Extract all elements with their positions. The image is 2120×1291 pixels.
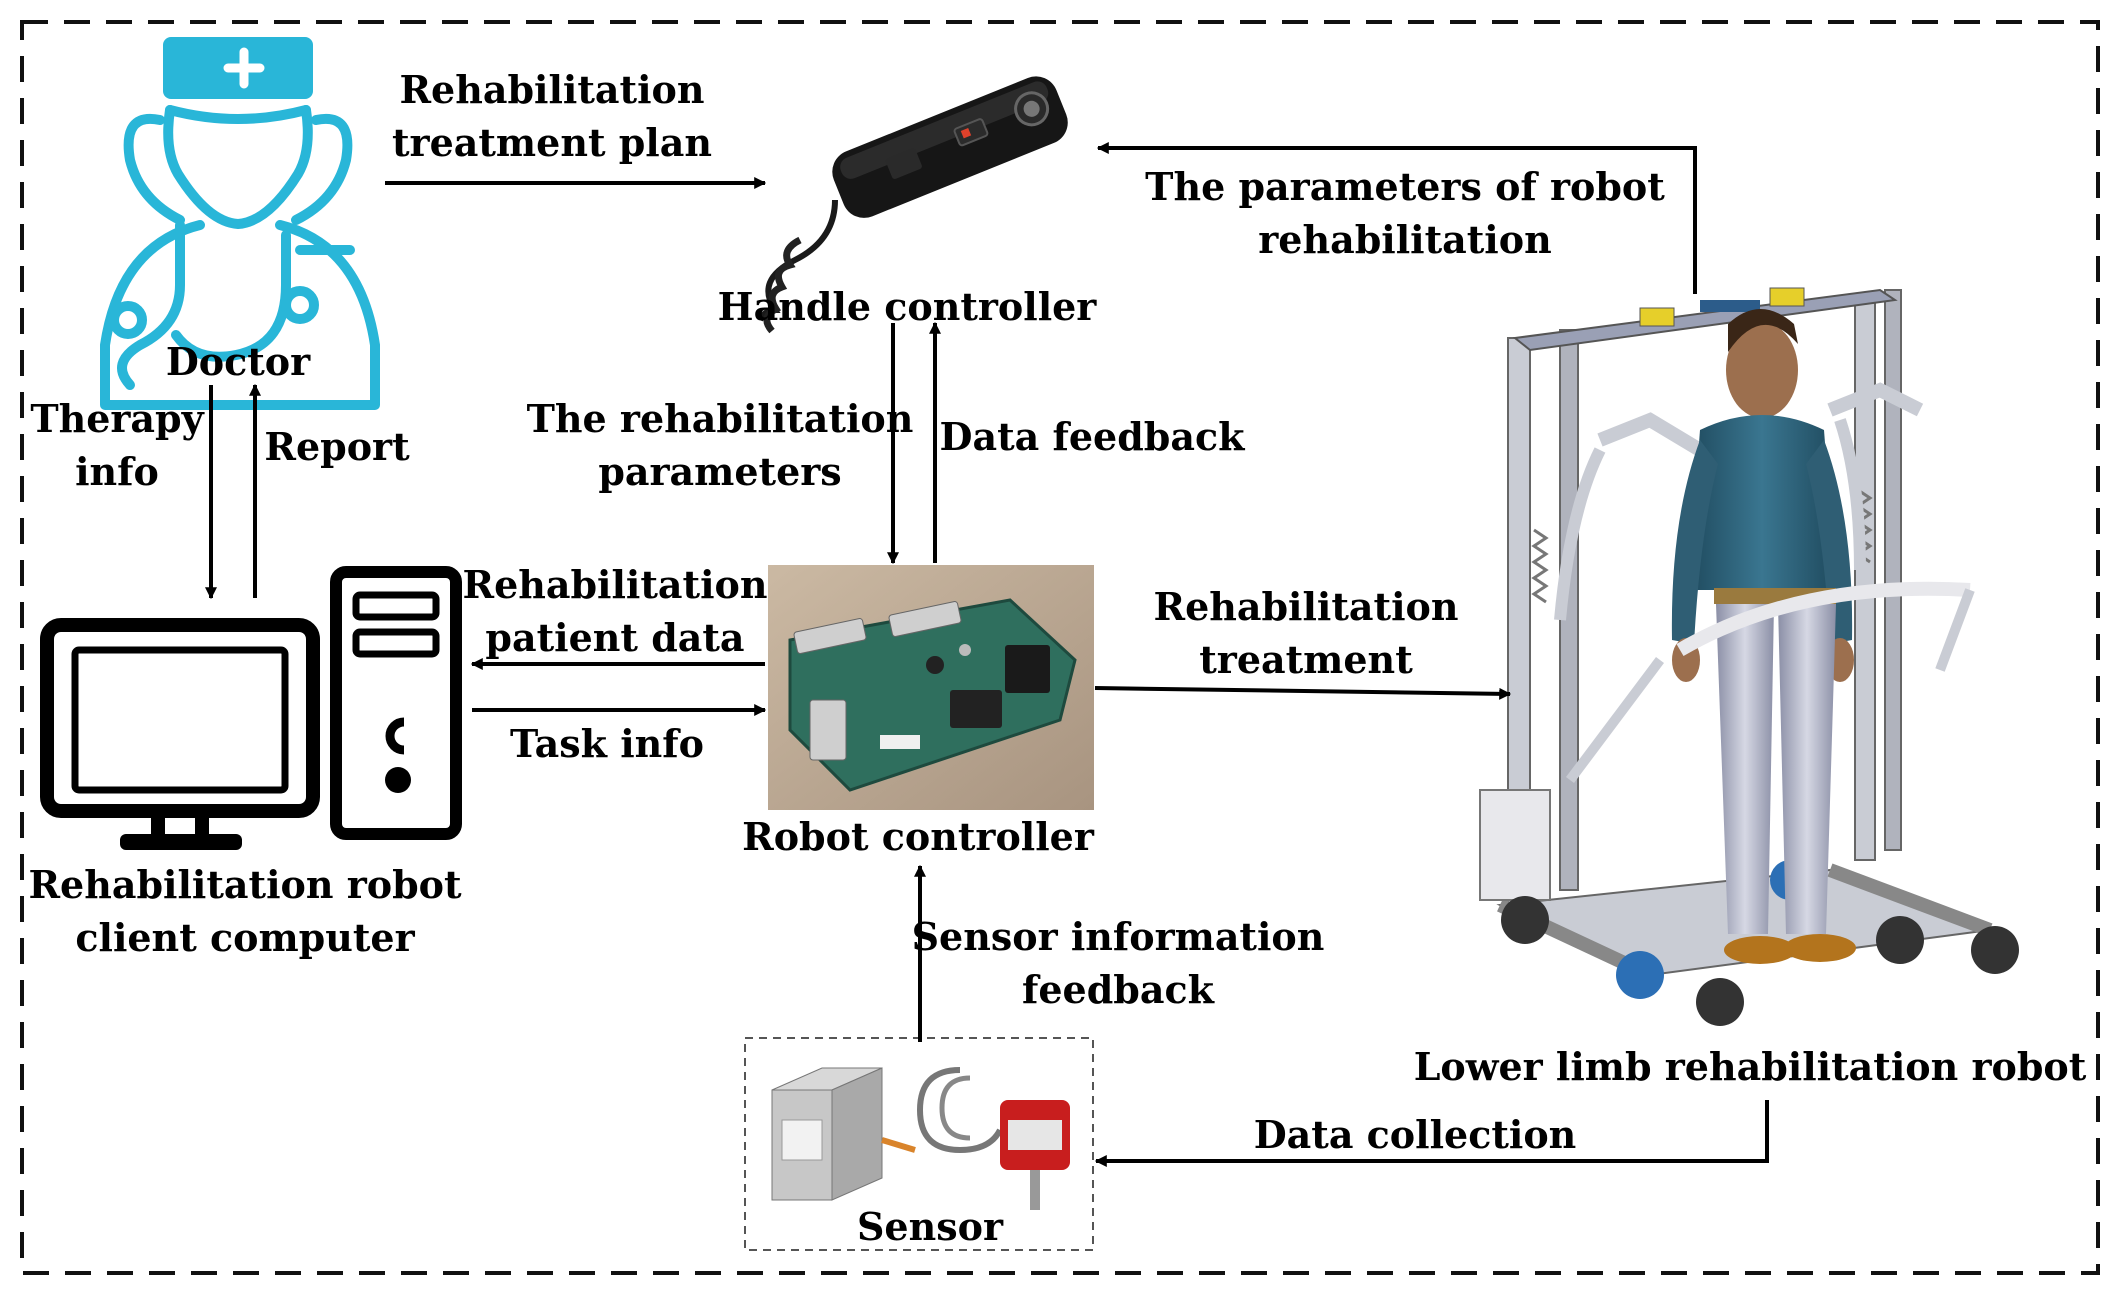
- doctor-icon: [100, 37, 380, 410]
- node-label-robot-controller: Robot controller: [742, 814, 1094, 859]
- node-label-handle-controller: Handle controller: [717, 284, 1097, 329]
- node-label-client-computer: Rehabilitation robot client computer: [28, 862, 462, 960]
- circuit-board-icon: [768, 565, 1094, 810]
- edge-label-rehab-parameters: The rehabilitation parameters: [526, 396, 914, 494]
- node-label-sensor: Sensor: [856, 1204, 1004, 1249]
- edge-label-robot-parameters: The parameters of robot rehabilitation: [1145, 164, 1665, 262]
- edge-label-data-feedback: Data feedback: [939, 414, 1245, 459]
- sensor-icon: [744, 1037, 1094, 1251]
- edges: [205, 142, 1769, 1167]
- node-label-doctor: Doctor: [165, 339, 311, 384]
- arrow-robot-parameters: [1096, 142, 1697, 294]
- edge-label-report: Report: [264, 424, 410, 469]
- handle-controller-icon: [757, 76, 1068, 334]
- outer-frame: [20, 20, 2100, 1275]
- edge-label-data-collection: Data collection: [1253, 1112, 1577, 1157]
- edge-label-sensor-feedback: Sensor information feedback: [911, 914, 1325, 1012]
- rehabilitation-robot-icon: [1479, 287, 2019, 1026]
- arrow-data-collection: [1094, 1100, 1769, 1167]
- edge-label-patient-data: Rehabilitation patient data: [462, 562, 768, 660]
- edge-label-task-info: Task info: [510, 721, 704, 766]
- edge-label-treatment-plan: Rehabilitation treatment plan: [392, 67, 712, 165]
- edge-label-rehab-treatment: Rehabilitation treatment: [1153, 584, 1459, 682]
- arrow-rehab-treatment: [1094, 686, 1512, 700]
- desktop-computer-icon: [40, 566, 462, 850]
- edge-label-therapy-info: Therapy info: [30, 396, 204, 494]
- node-label-lower-limb-robot: Lower limb rehabilitation robot: [1413, 1044, 2087, 1089]
